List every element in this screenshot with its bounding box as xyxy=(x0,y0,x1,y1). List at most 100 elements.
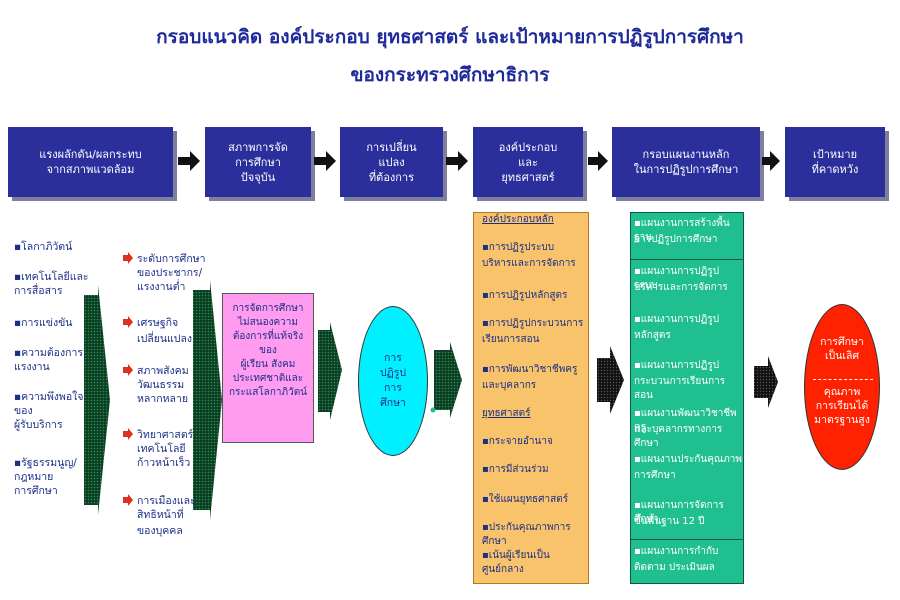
list-item: ▪รัฐธรรมนูญ/ xyxy=(14,457,77,469)
list-item: ▪การปฏิรูปหลักสูตร xyxy=(482,290,568,301)
header-box-plans: กรอบแผนงานหลักในการปฏิรูปการศึกษา xyxy=(612,127,760,197)
header-label: จากสภาพแวดล้อม xyxy=(46,163,135,176)
goal-line: คุณภาพ xyxy=(823,386,861,398)
list-item: ▪แผนงานการปฏิรูป xyxy=(634,360,720,371)
list-item: ▪ความพึงพอใจ xyxy=(14,391,84,403)
list-item: ก้าวหน้าเร็ว xyxy=(137,457,191,469)
impacts-list: ระดับการศึกษา ของประชากร/ แรงงานต่ำ เศรษ… xyxy=(122,252,212,552)
header-box-components: องค์ประกอบและยุทธศาสตร์ xyxy=(473,127,583,197)
change-line: การ xyxy=(384,352,402,364)
goal-line: เป็นเลิศ xyxy=(824,350,860,362)
current-state-line: ต้องการที่แท้จริง xyxy=(232,331,304,342)
connector-arrow-2 xyxy=(193,280,222,520)
connector-arrow-5 xyxy=(597,346,624,414)
list-item: ▪แผนงานประกันคุณภาพ xyxy=(634,454,742,465)
list-item: ▪แผนงานการปฏิรูป xyxy=(634,314,720,325)
header-label: เป้าหมาย xyxy=(812,148,858,161)
change-line: ปฏิรูป xyxy=(379,367,407,379)
goal-line: การศึกษา xyxy=(820,336,864,348)
list-item: หลากหลาย xyxy=(137,393,189,405)
bullet-arrow-icon xyxy=(123,494,133,506)
list-item: ▪ความต้องการ xyxy=(14,347,83,359)
arrow-icon xyxy=(178,151,200,171)
list-item: สภาพสังคม xyxy=(137,365,189,377)
list-item: ▪การปฏิรูประบบ xyxy=(482,242,555,253)
goal-line: การเรียนได้ xyxy=(815,400,869,412)
header-label: แปลง xyxy=(378,155,405,169)
bullet-arrow-icon xyxy=(123,252,133,264)
list-item: ระดับการศึกษา xyxy=(137,253,206,265)
forces-list: ▪โลกาภิวัตน์ ▪เทคโนโลยีและ การสื่อสาร ▪ก… xyxy=(14,240,104,520)
list-item: ของ xyxy=(14,405,33,417)
header-label: ที่ต้องการ xyxy=(368,170,415,184)
list-item: ▪เทคโนโลยีและ xyxy=(14,271,89,283)
list-item: เรียนการสอน xyxy=(482,334,540,345)
list-item: เศรษฐกิจ xyxy=(137,317,179,329)
connector-arrow-3 xyxy=(318,322,342,420)
plans-panel: ▪แผนงานการสร้างพื้นฐาน การปฏิรูปการศึกษา… xyxy=(630,212,744,584)
list-item: แรงงาน xyxy=(14,361,50,373)
arrow-icon xyxy=(588,151,608,171)
list-item: ผู้รับบริการ xyxy=(14,419,63,431)
header-label: การเปลี่ยน xyxy=(366,140,417,154)
header-label: และ xyxy=(518,155,538,169)
list-item: การศึกษา xyxy=(14,485,58,497)
connector-arrow-1 xyxy=(84,285,110,515)
current-state-line: ผู้เรียน สังคม xyxy=(240,359,296,370)
header-label: ปัจจุบัน xyxy=(240,170,276,184)
list-item: ▪การแข่งขัน xyxy=(14,317,73,329)
list-item: สิทธิหน้าที่ xyxy=(137,509,184,521)
list-item: ▪แผนงานพัฒนาวิชาชีพครู xyxy=(634,408,737,433)
header-label: ยุทธศาสตร์ xyxy=(501,170,555,184)
components-heading: องค์ประกอบหลัก xyxy=(482,214,554,225)
list-item: ▪โลกาภิวัตน์ xyxy=(14,241,73,253)
header-label: สภาพการจัด xyxy=(228,140,288,154)
list-item: ▪แผนงานการกำกับ xyxy=(634,546,719,557)
current-state-line: การจัดการศึกษา xyxy=(232,303,304,314)
header-box-forces: แรงผลักดัน/ผลกระทบจากสภาพแวดล้อม xyxy=(8,127,173,197)
list-item: ขั้นพื้นฐาน 12 ปี xyxy=(634,516,705,527)
change-ellipse: การ ปฏิรูป การ ศึกษา xyxy=(358,306,428,456)
list-item: เทคโนโลยี xyxy=(137,443,186,455)
list-item: และบุคลากรทางการศึกษา xyxy=(634,424,723,449)
header-label: แรงผลักดัน/ผลกระทบ xyxy=(39,148,142,161)
list-item: กระบวนการเรียนการสอน xyxy=(634,376,726,401)
list-item: ▪ใช้แผนยุทธศาสตร์ xyxy=(482,494,569,505)
plan-separator xyxy=(631,259,743,260)
list-item: กฎหมาย xyxy=(14,471,54,483)
change-line: ศึกษา xyxy=(380,397,406,409)
diagram-title-line1: กรอบแนวคิด องค์ประกอบ ยุทธศาสตร์ และเป้า… xyxy=(156,26,744,48)
current-state-line: กระแสโลกาภิวัตน์ xyxy=(228,387,308,398)
header-label: ในการปฏิรูปการศึกษา xyxy=(633,163,739,176)
list-item: ▪การพัฒนาวิชาชีพครู xyxy=(482,364,578,375)
change-line: การ xyxy=(384,382,402,394)
list-item: แรงงานต่ำ xyxy=(137,281,186,293)
bullet-arrow-icon xyxy=(123,364,133,376)
list-item: หลักสูตร xyxy=(634,330,671,341)
bullet-arrow-icon xyxy=(123,316,133,328)
list-item: การปฏิรูปการศึกษา xyxy=(634,234,718,245)
red-arrow-markers xyxy=(123,252,133,506)
goal-ellipse: การศึกษา เป็นเลิศ คุณภาพ การเรียนได้ มาต… xyxy=(804,304,880,470)
list-item: ▪การปฏิรูปกระบวนการ xyxy=(482,318,584,329)
current-state-line: ของ xyxy=(259,345,277,356)
list-item: ▪แผนงานการจัดการศึกษา xyxy=(634,500,724,525)
arrow-icon xyxy=(314,151,336,171)
plan-separator xyxy=(631,539,743,540)
list-item: เปลี่ยนแปลง xyxy=(137,333,193,345)
list-item: ▪ประกันคุณภาพการศึกษา xyxy=(482,522,571,547)
arrow-icon xyxy=(446,151,468,171)
list-item: วัฒนธรรม xyxy=(137,379,185,391)
connector-arrow-6 xyxy=(754,356,778,408)
list-item: ▪แผนงานการสร้างพื้นฐาน xyxy=(634,218,730,243)
goal-line: มาตรฐานสูง xyxy=(814,414,870,426)
current-state-line: ประเทศชาติและ xyxy=(232,373,304,384)
diagram-title-line2: ของกระทรวงศึกษาธิการ xyxy=(350,64,550,86)
list-item: บริหารและการจัดการ xyxy=(634,282,728,293)
goal-divider xyxy=(813,379,873,380)
list-item: การสื่อสาร xyxy=(14,285,63,297)
header-box-goal: เป้าหมายที่คาดหวัง xyxy=(785,127,885,197)
list-item: ▪แผนงานการปฏิรูประบบ xyxy=(634,266,720,291)
header-label: ที่คาดหวัง xyxy=(811,163,859,176)
